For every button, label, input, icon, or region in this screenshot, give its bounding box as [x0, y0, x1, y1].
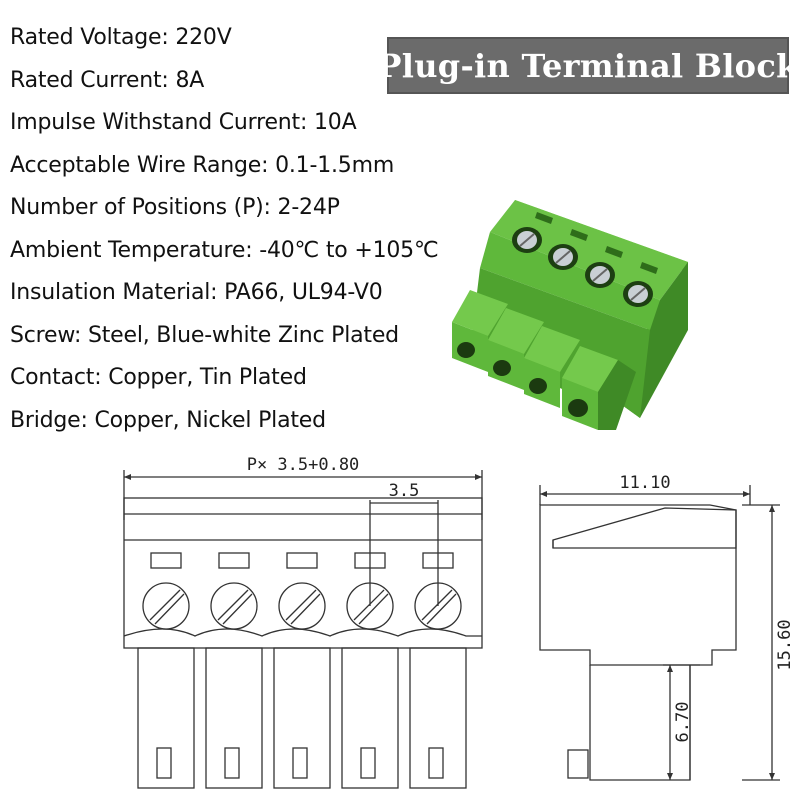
- spec-positions: Number of Positions (P): 2-24P: [10, 195, 340, 220]
- page-title: Plug-in Terminal Block: [377, 46, 799, 85]
- spec-bridge: Bridge: Copper, Nickel Plated: [10, 407, 326, 433]
- title-banner: Plug-in Terminal Block: [377, 37, 798, 94]
- spec-list: Rated Voltage: 220V Rated Current: 8A Im…: [10, 18, 439, 443]
- wire-entry-4: [562, 346, 636, 430]
- wire-entry-1: [452, 290, 508, 372]
- spec-insulation-material: Insulation Material: PA66, UL94-V0: [10, 280, 383, 305]
- terminal-block-image: [452, 200, 688, 430]
- front-width-label: P× 3.5+0.80: [247, 455, 360, 475]
- spec-contact: Contact: Copper, Tin Plated: [10, 365, 307, 390]
- wire-entry-2: [488, 308, 544, 390]
- wire-entry-3: [524, 326, 580, 408]
- spec-wire-range: Acceptable Wire Range: 0.1-1.5mm: [10, 152, 395, 178]
- spec-screw: Screw: Steel, Blue-white Zinc Plated: [10, 322, 399, 348]
- screw-hole-1: [512, 227, 542, 253]
- spec-ambient-temperature: Ambient Temperature: -40℃ to +105℃: [10, 237, 439, 263]
- screw-hole-2: [548, 244, 578, 270]
- front-view: [123, 470, 483, 789]
- spec-impulse-current: Impulse Withstand Current: 10A: [10, 110, 357, 135]
- side-depth-label: 11.10: [619, 473, 670, 493]
- spec-rated-voltage: Rated Voltage: 220V: [10, 25, 232, 50]
- screw-hole-3: [585, 262, 615, 288]
- pitch-label: 3.5: [389, 481, 420, 501]
- spec-rated-current: Rated Current: 8A: [10, 67, 205, 93]
- screw-hole-4: [623, 281, 653, 307]
- side-view: [539, 485, 780, 781]
- side-height-label: 15.60: [775, 619, 795, 670]
- plug-height-label: 6.70: [673, 702, 693, 743]
